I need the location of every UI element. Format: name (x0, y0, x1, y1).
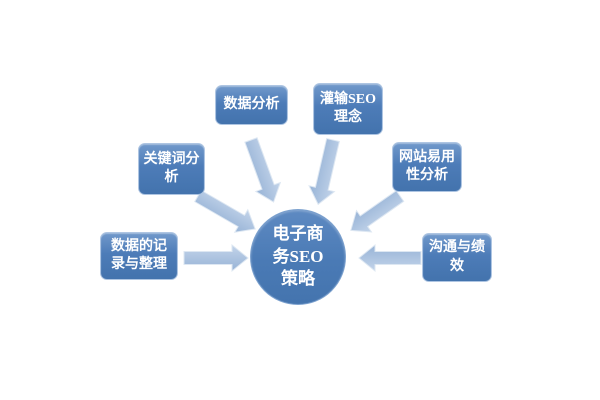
arrow-seo-concept-to-center-icon (308, 137, 340, 206)
node-keyword-analysis-label: 关键词分析 (143, 151, 200, 185)
arrow-usability-analysis-to-center-icon (350, 189, 405, 233)
arrow-data-record-to-center-icon (183, 243, 249, 273)
node-data-record-label: 数据的记录与整理 (111, 238, 167, 272)
arrow-keyword-analysis-to-center-icon (194, 189, 256, 233)
center-node-line: 务SEO (272, 246, 324, 266)
center-node: 电子商 务SEO 策略 (250, 209, 346, 305)
center-node-line: 电子商 (272, 223, 324, 243)
node-seo-concept: 灌输SEO理念 (313, 83, 383, 135)
node-usability-analysis: 网站易用性分析 (392, 142, 462, 192)
node-communication-performance-label: 沟通与绩效 (429, 240, 485, 274)
node-data-analysis-label: 数据分析 (223, 96, 280, 112)
node-data-analysis: 数据分析 (215, 85, 288, 125)
node-data-record: 数据的记录与整理 (100, 232, 178, 280)
node-keyword-analysis: 关键词分析 (138, 143, 205, 195)
arrow-data-analysis-to-center-icon (244, 137, 282, 203)
node-communication-performance: 沟通与绩效 (422, 233, 492, 282)
node-seo-concept-label: 灌输SEO理念 (319, 91, 376, 125)
node-usability-analysis-label: 网站易用性分析 (399, 149, 455, 183)
arrow-communication-to-center-icon (358, 243, 422, 273)
center-node-line: 策略 (281, 269, 315, 289)
